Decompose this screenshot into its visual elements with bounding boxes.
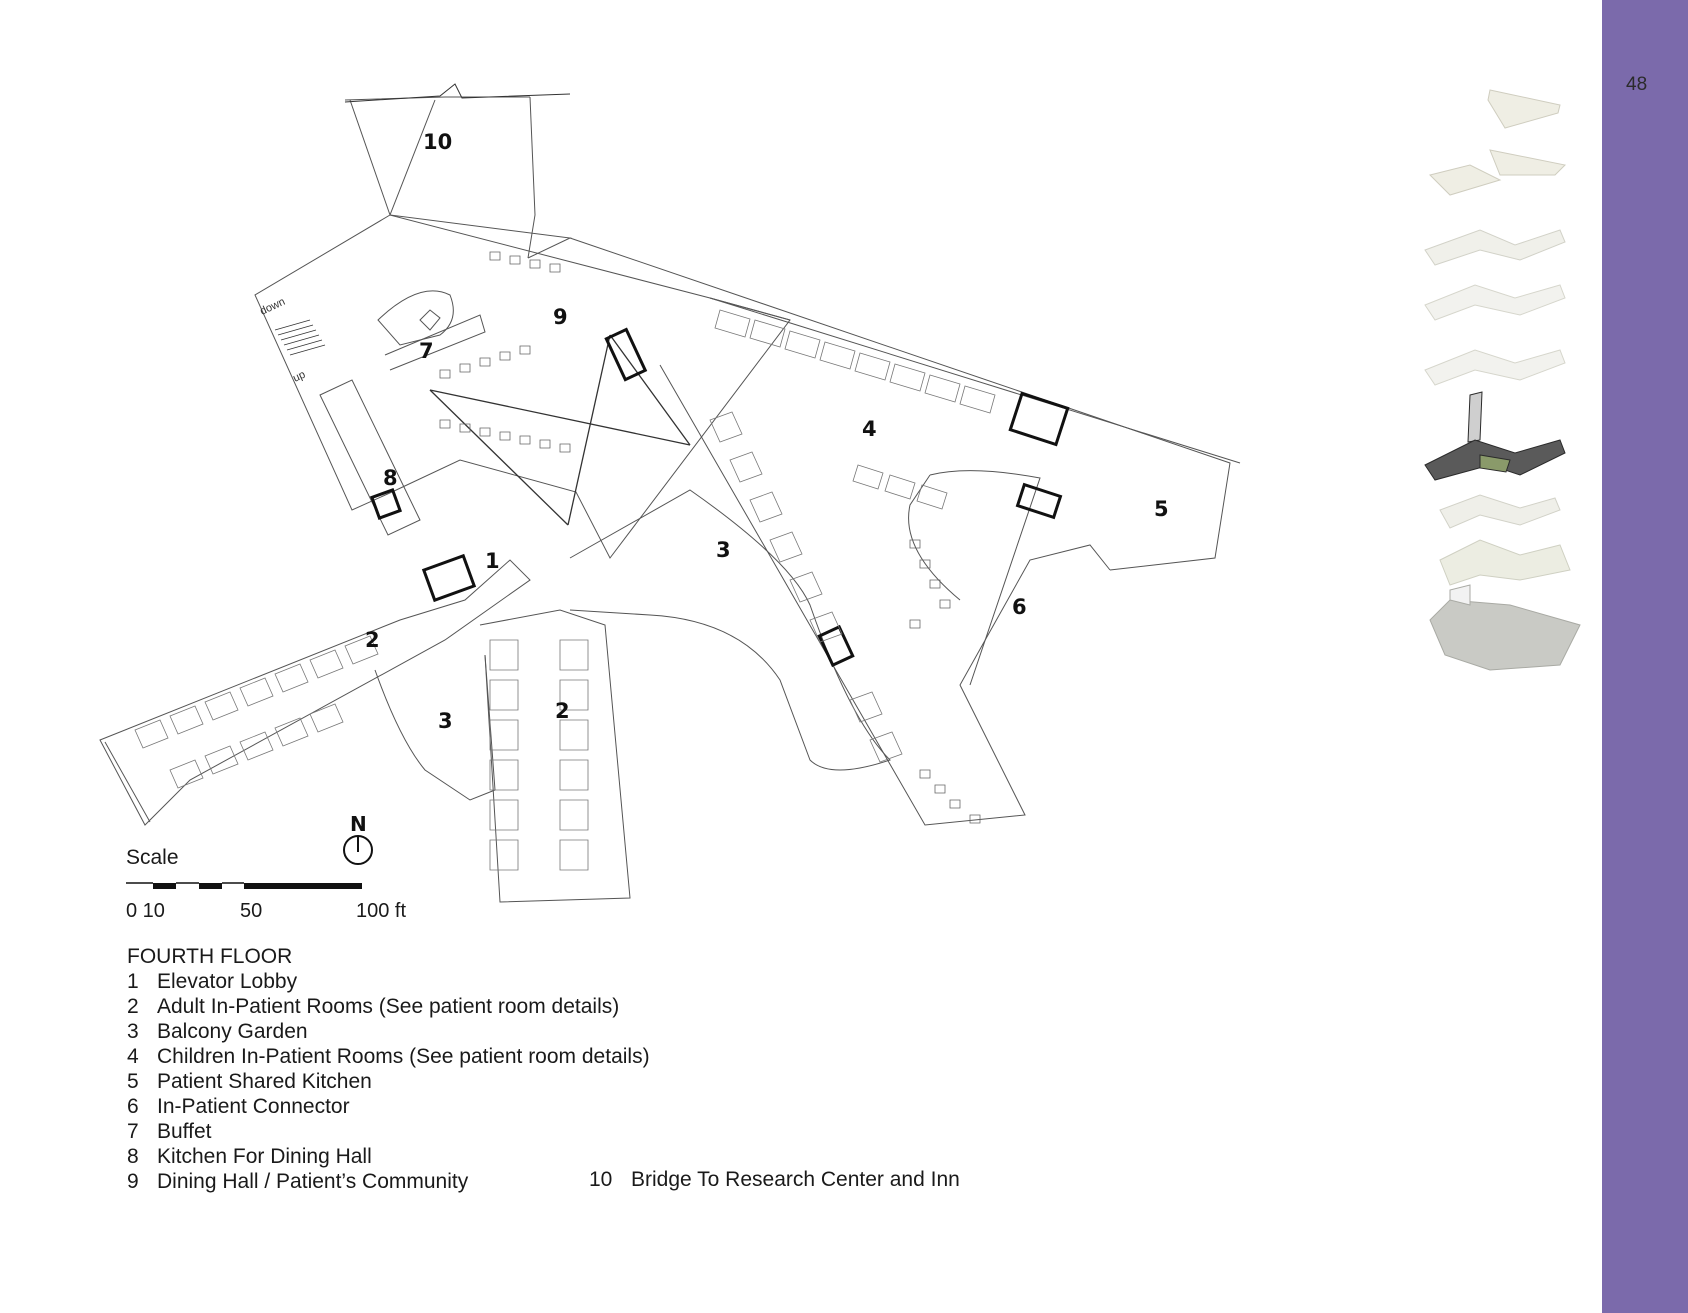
label-lobby: 1 xyxy=(485,549,500,573)
label-dining: 9 xyxy=(553,305,568,329)
connector-wing xyxy=(659,364,1111,826)
label-kitchen: 8 xyxy=(383,466,398,490)
scale-tick-100: 100 ft xyxy=(356,900,407,922)
scale-tick-0-10: 0 10 xyxy=(126,900,165,922)
label-buffet: 7 xyxy=(419,339,434,363)
north-arrow: N xyxy=(343,812,373,865)
label-connector: 6 xyxy=(1012,595,1027,619)
thumb-floor-7 xyxy=(1439,494,1561,529)
label-adult-west: 2 xyxy=(365,628,380,652)
stair-up-label: up xyxy=(291,369,307,385)
label-bridge: 10 xyxy=(423,130,452,154)
label-balcony-center: 3 xyxy=(716,538,731,562)
scale-bar xyxy=(126,882,362,889)
sidebar-band xyxy=(1602,0,1688,1313)
balcony-west xyxy=(374,654,496,801)
stair-down-label: down xyxy=(258,296,287,318)
label-shared-kitchen: 5 xyxy=(1154,497,1169,521)
thumb-floor-3 xyxy=(1424,229,1566,266)
legend-title: FOURTH FLOOR xyxy=(127,945,293,968)
scale-tick-50: 50 xyxy=(240,900,263,922)
balcony-center xyxy=(569,489,891,771)
label-adult-south: 2 xyxy=(555,699,570,723)
children-wing xyxy=(709,297,1241,464)
break-line xyxy=(344,83,571,103)
thumb-floor-9 xyxy=(1429,584,1581,671)
thumb-floor-5 xyxy=(1424,349,1566,386)
floor-thumbnails xyxy=(1424,89,1581,671)
scale-block: Scale 0 10 50 100 ft xyxy=(126,846,436,926)
adult-west-wing xyxy=(99,559,531,826)
label-children: 4 xyxy=(862,417,877,441)
dining-hall-outline xyxy=(254,214,791,559)
buffet-counter xyxy=(377,290,454,346)
north-label: N xyxy=(350,812,367,836)
scale-title: Scale xyxy=(126,846,179,869)
thumb-floor-4 xyxy=(1424,284,1566,321)
kitchen-block xyxy=(319,379,421,536)
adult-south-wing xyxy=(479,609,631,903)
legend-item-bridge: 10 Bridge To Research Center and Inn xyxy=(589,1168,960,1191)
thumb-floor-active xyxy=(1424,391,1566,481)
floor-plan: down up 10 9 7 8 1 2 2 3 3 4 5 6 xyxy=(99,83,1241,903)
thumb-floor-2 xyxy=(1429,149,1567,196)
bridge-outline xyxy=(344,96,572,259)
thumb-floor-1 xyxy=(1487,89,1561,129)
page-number: 48 xyxy=(1626,74,1648,95)
thumb-floor-8 xyxy=(1439,539,1571,586)
label-balcony-west: 3 xyxy=(438,709,453,733)
